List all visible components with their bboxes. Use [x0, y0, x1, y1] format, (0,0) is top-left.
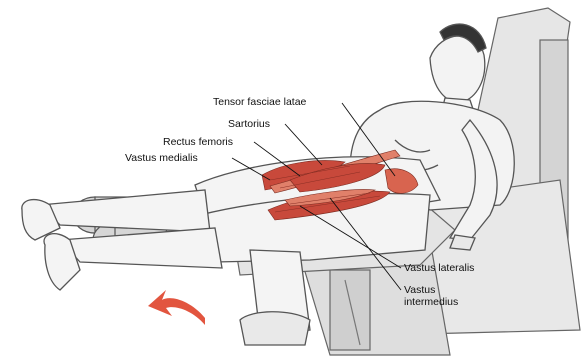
label-vastus-intermedius-line1: Vastus [404, 284, 435, 296]
motion-arrow-icon [148, 290, 205, 325]
label-vastus-lateralis: Vastus lateralis [404, 262, 474, 274]
label-vastus-intermedius-line2: intermedius [404, 296, 458, 308]
label-sartorius: Sartorius [228, 118, 270, 130]
label-vastus-medialis: Vastus medialis [125, 152, 198, 164]
label-tensor-fasciae-latae: Tensor fasciae latae [213, 96, 306, 108]
label-rectus-femoris: Rectus femoris [163, 136, 233, 148]
